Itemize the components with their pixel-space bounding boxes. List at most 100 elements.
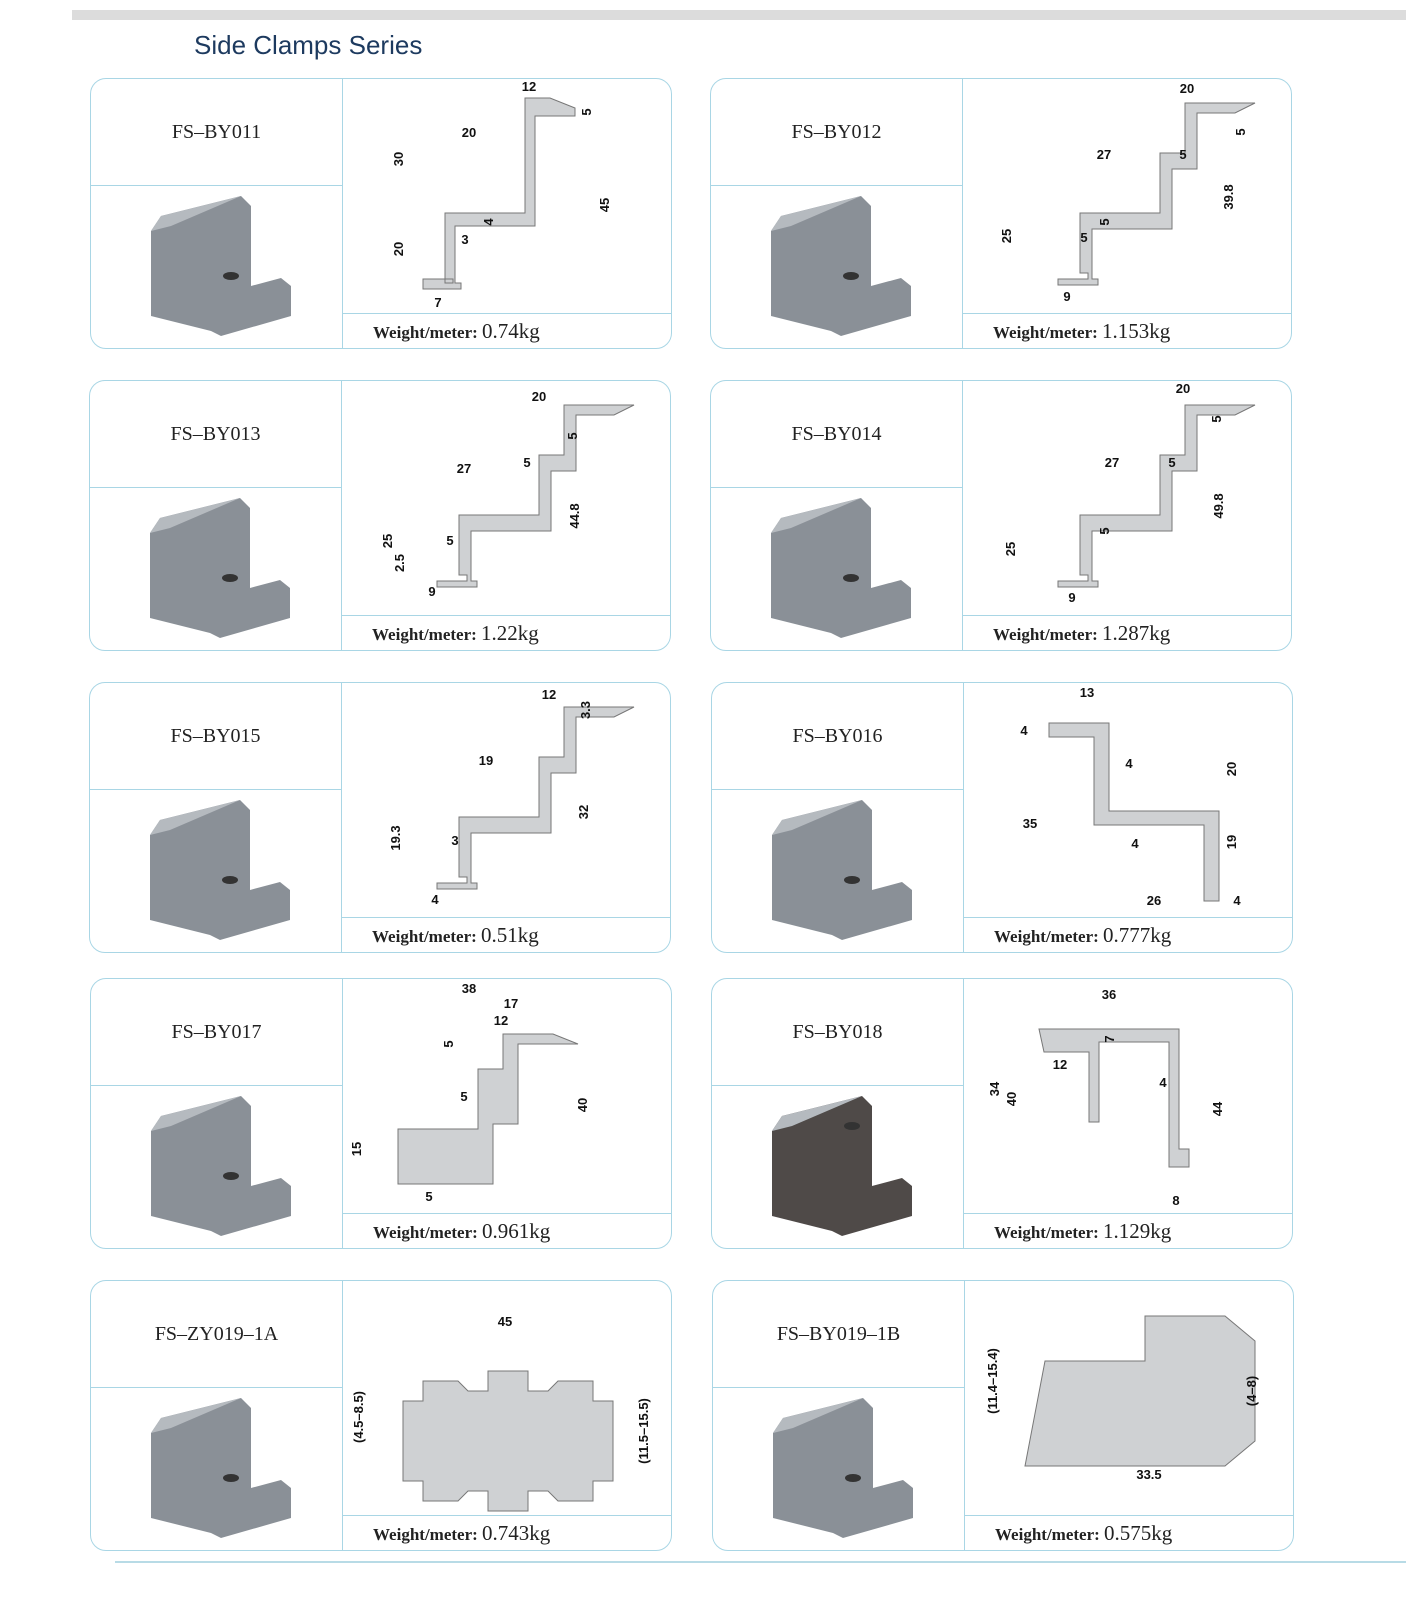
product-code: FS–ZY019–1A	[91, 1281, 343, 1388]
dimension-label: (11.5–15.5)	[636, 1398, 651, 1464]
dimension-label: 44.8	[567, 503, 582, 528]
dimension-label: 13	[1080, 685, 1094, 700]
dimension-label: 8	[1172, 1193, 1179, 1208]
weight-per-meter: Weight/meter: 1.287kg	[993, 621, 1170, 646]
weight-value: 0.777kg	[1103, 923, 1172, 947]
dimension-label: 5	[1080, 230, 1087, 245]
product-photo	[90, 790, 342, 952]
dimension-label: 5	[1168, 455, 1175, 470]
dimension-label: 4	[1020, 723, 1028, 738]
dimension-label: 34	[987, 1081, 1002, 1096]
dimension-label: 7	[434, 295, 441, 310]
dimension-label: 45	[498, 1314, 512, 1329]
dimension-label: 20	[1180, 81, 1194, 96]
dimension-label: 5	[441, 1040, 456, 1047]
dimension-label: 5	[460, 1089, 467, 1104]
dimension-label: 19	[479, 753, 493, 768]
dimension-label: 25	[380, 534, 395, 548]
dimension-label: 12	[542, 687, 556, 702]
product-code: FS–BY014	[711, 381, 963, 488]
dimension-label: 4	[1131, 836, 1139, 851]
dimension-label: 12	[1053, 1057, 1067, 1072]
profile-drawing: (11.4–15.4)(4–8)33.5	[965, 1281, 1293, 1516]
weight-label: Weight/meter:	[994, 927, 1099, 946]
dimension-label: 32	[576, 805, 591, 819]
dimension-label: 4	[431, 892, 439, 907]
weight-value: 1.153kg	[1102, 319, 1171, 343]
product-code: FS–BY017	[91, 979, 343, 1086]
weight-value: 0.575kg	[1104, 1521, 1173, 1545]
dimension-label: 5	[1097, 527, 1112, 534]
dimension-label: (4.5–8.5)	[351, 1391, 366, 1443]
weight-per-meter: Weight/meter: 0.961kg	[373, 1219, 550, 1244]
dimension-label: 3	[461, 232, 468, 247]
dimension-label: 20	[1176, 381, 1190, 396]
product-card: FS–ZY019–1A 45 (4.5–8.5) (11.5–15.5) Weigh…	[90, 1280, 672, 1551]
dimension-label: 39.8	[1221, 184, 1236, 209]
dimension-label: (11.4–15.4)	[985, 1348, 1000, 1414]
product-photo	[711, 186, 963, 348]
dimension-label: 4	[1159, 1075, 1167, 1090]
weight-label: Weight/meter:	[994, 1223, 1099, 1242]
weight-value: 1.22kg	[481, 621, 539, 645]
dimension-label: 4	[1125, 756, 1133, 771]
weight-per-meter: Weight/meter: 1.153kg	[993, 319, 1170, 344]
dimension-label: 27	[1097, 147, 1111, 162]
weight-value: 0.51kg	[481, 923, 539, 947]
weight-label: Weight/meter:	[995, 1525, 1100, 1544]
dimension-label: 5	[579, 108, 594, 115]
product-code: FS–BY018	[712, 979, 964, 1086]
dimension-label: 12	[522, 79, 536, 94]
dimension-label: 15	[349, 1142, 364, 1156]
dimension-label: 30	[391, 152, 406, 166]
dimension-label: 20	[391, 242, 406, 256]
dimension-label: 27	[1105, 455, 1119, 470]
dimension-label: 9	[1068, 590, 1075, 605]
dimension-label: 49.8	[1211, 493, 1226, 518]
profile-drawing: 45 (4.5–8.5) (11.5–15.5)	[343, 1281, 671, 1516]
dimension-label: 19.3	[388, 825, 403, 850]
weight-per-meter: Weight/meter: 0.743kg	[373, 1521, 550, 1546]
weight-label: Weight/meter:	[993, 323, 1098, 342]
dimension-label: 12	[494, 1013, 508, 1028]
dimension-label: 7	[1102, 1035, 1117, 1042]
product-photo	[713, 1388, 965, 1550]
product-code: FS–BY011	[91, 79, 343, 186]
product-photo	[711, 488, 963, 650]
product-photo	[712, 790, 964, 952]
product-photo	[91, 1388, 343, 1550]
weight-value: 0.743kg	[482, 1521, 551, 1545]
weight-per-meter: Weight/meter: 0.777kg	[994, 923, 1171, 948]
product-code: FS–BY019–1B	[713, 1281, 965, 1388]
dimension-label: 20	[532, 389, 546, 404]
weight-per-meter: Weight/meter: 1.129kg	[994, 1219, 1171, 1244]
dimension-label: 20	[462, 125, 476, 140]
dimension-label: (4–8)	[1244, 1376, 1259, 1406]
dimension-label: 19	[1224, 835, 1239, 849]
dimension-label: 5	[523, 455, 530, 470]
dimension-label: 26	[1147, 893, 1161, 908]
dimension-label: 20	[1224, 762, 1239, 776]
product-code: FS–BY015	[90, 683, 342, 790]
weight-label: Weight/meter:	[372, 927, 477, 946]
weight-label: Weight/meter:	[373, 1223, 478, 1242]
dimension-label: 35	[1023, 816, 1037, 831]
dimension-label: 5	[1233, 128, 1248, 135]
product-code: FS–BY016	[712, 683, 964, 790]
dimension-label: 3	[451, 833, 458, 848]
dimension-label: 9	[1063, 289, 1070, 304]
weight-label: Weight/meter:	[373, 323, 478, 342]
weight-per-meter: Weight/meter: 1.22kg	[372, 621, 539, 646]
product-photo	[90, 488, 342, 650]
